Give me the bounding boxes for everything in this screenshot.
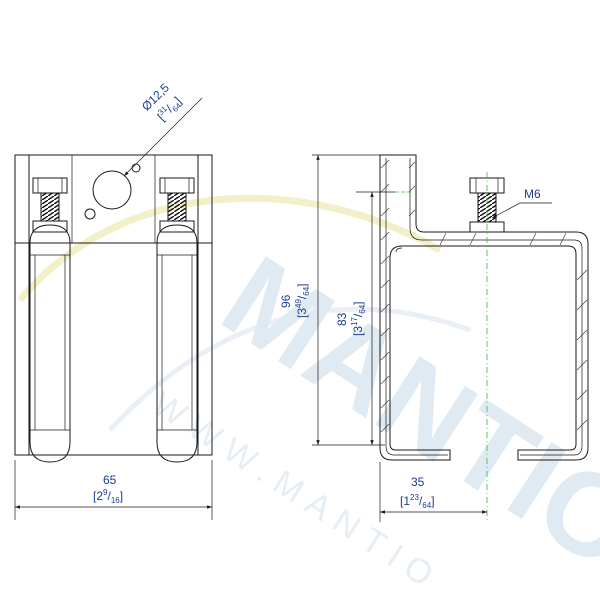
inner-height-label: 83	[335, 312, 349, 326]
watermark: MANTIO WWW.MANTIO	[17, 194, 600, 600]
front-body-outline	[14, 154, 213, 456]
watermark-swoosh	[17, 194, 442, 303]
bolt-leader	[491, 202, 552, 219]
offset-inch: [123/64]	[400, 493, 435, 510]
watermark-swoosh-2	[108, 306, 471, 432]
mounting-hole-tiny	[131, 163, 141, 173]
width-label: 65	[103, 473, 117, 487]
total-height-label: 96	[279, 294, 293, 308]
left-roller	[29, 224, 71, 463]
offset-label: 35	[411, 475, 425, 489]
left-bolt	[32, 177, 68, 233]
channel-profile-outer	[379, 154, 589, 461]
bolt-size-label: M6	[524, 187, 541, 201]
right-roller	[156, 224, 198, 463]
mounting-hole-large	[92, 170, 132, 210]
front-view: Ø12,5 [31/64] 65 [29/16]	[14, 80, 213, 520]
profile-hatching	[380, 159, 588, 433]
width-inch: [29/16]	[93, 488, 123, 505]
mounting-hole-small	[84, 208, 96, 220]
right-bolt	[159, 177, 195, 233]
